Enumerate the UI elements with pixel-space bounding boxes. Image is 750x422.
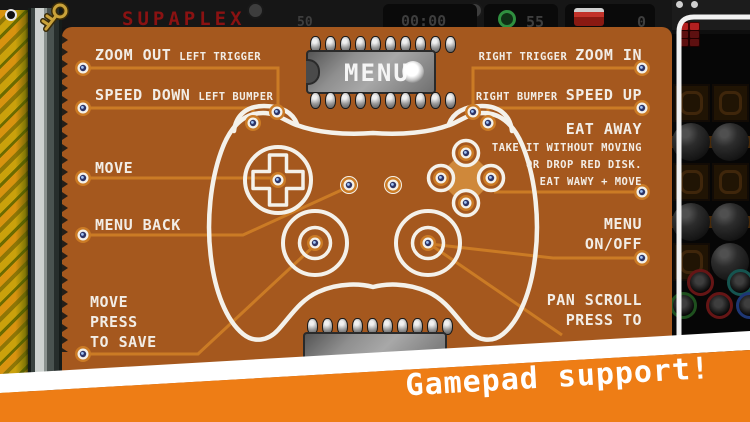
- red-disk-icon: [574, 8, 604, 26]
- label-menu-onoff: MENU ON/OFF: [584, 215, 642, 253]
- circuit-tile: [712, 84, 749, 122]
- ring-blue-icon: [736, 292, 750, 319]
- zonk-sphere: [711, 123, 749, 161]
- chip-body: [303, 332, 447, 366]
- timer-box: 00:00: [383, 4, 477, 27]
- ring-red-icon: [706, 292, 733, 319]
- disk-box: 0: [565, 4, 655, 27]
- pin-dot-icon: [691, 1, 698, 8]
- circuit-tile: [712, 163, 749, 201]
- counter-a: 55: [526, 13, 545, 27]
- zonk-sphere: [711, 203, 749, 241]
- chip-body: MENU: [306, 50, 436, 94]
- metal-rail: [28, 8, 62, 422]
- label-speed-up: RIGHT BUMPER SPEED UP: [475, 86, 642, 104]
- screw-dot-icon: [5, 9, 17, 21]
- timer-value: 00:00: [401, 12, 447, 27]
- resistor-icon: [689, 38, 700, 47]
- level-counter: 50: [297, 15, 313, 27]
- label-pan-scroll: PAN SCROLL PRESS TO: [546, 291, 642, 329]
- screw-icon: [247, 2, 264, 19]
- game-title: SUPAPLEX: [122, 8, 246, 27]
- label-eat-away: EAT AWAY TAKE IT WITHOUT MOVING OR DROP …: [491, 120, 642, 188]
- label-move-save: MOVE PRESS TO SAVE: [90, 293, 157, 351]
- ring-red-icon: [687, 269, 714, 296]
- label-zoom-in: RIGHT TRIGGER ZOOM IN: [478, 46, 642, 64]
- status-box: 55: [484, 4, 558, 27]
- chip-led-icon: [402, 61, 424, 83]
- pin-dot-icon: [676, 1, 683, 8]
- bottom-chip: [303, 318, 453, 366]
- counter-b: 0: [637, 13, 647, 27]
- label-zoom-out: ZOOM OUT LEFT TRIGGER: [95, 46, 262, 64]
- wire-line: [676, 14, 750, 356]
- label-speed-down: SPEED DOWN LEFT BUMPER: [95, 86, 274, 104]
- ring-teal-icon: [727, 269, 750, 296]
- menu-chip-button[interactable]: MENU: [306, 36, 456, 109]
- green-led-icon: [498, 10, 516, 27]
- label-move: MOVE: [95, 159, 134, 177]
- ring-green-icon: [672, 292, 697, 319]
- chip-label: MENU: [344, 59, 410, 87]
- label-menu-back: MENU BACK: [95, 216, 181, 234]
- chip-notch: [306, 59, 320, 85]
- game-hud: SUPAPLEX 50 00:00 55 0: [0, 0, 750, 27]
- wall-tiles-left: [0, 10, 28, 422]
